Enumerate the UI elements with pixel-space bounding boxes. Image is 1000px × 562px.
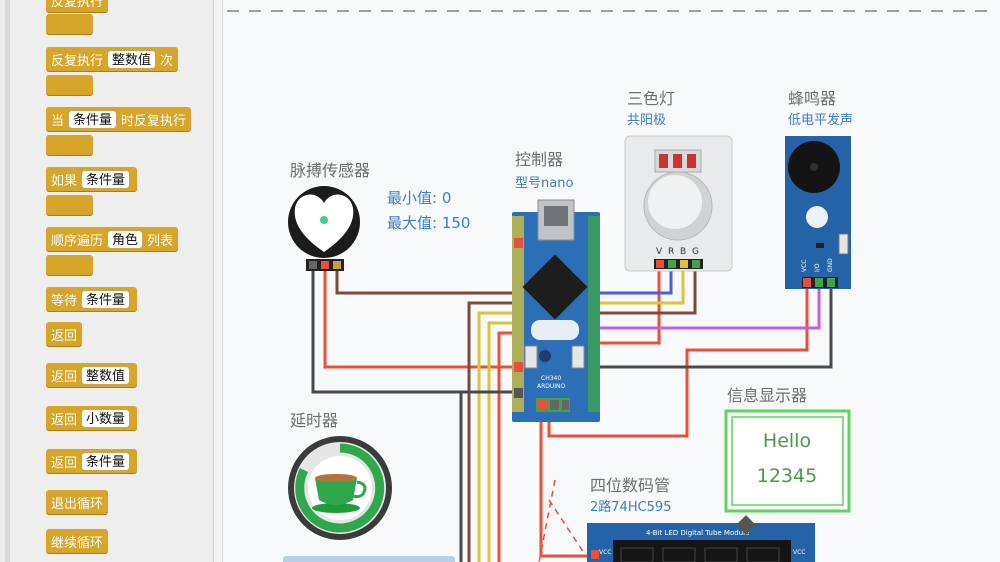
- right-header-pins: [588, 216, 600, 412]
- wire-tube-2: [477, 311, 513, 562]
- controller-model: 型号nano: [515, 176, 573, 191]
- wire-tube-3: [487, 321, 513, 562]
- tube-pin-right: VCC: [793, 549, 805, 556]
- buzzer-pin-gnd: GND: [827, 258, 834, 272]
- return-condition-slot[interactable]: 条件量: [81, 451, 131, 471]
- while-block-body: [46, 135, 93, 155]
- pulse-min-value: 最小值: 0: [387, 189, 451, 207]
- controller-board[interactable]: 控制器 型号nano CH340 ARDUINO: [512, 150, 600, 422]
- wire-tube-vcc: [539, 410, 593, 558]
- foreach-block[interactable]: 顺序遍历 角色 列表: [46, 227, 179, 251]
- foreach-block-body: [46, 255, 93, 275]
- rgb-title: 三色灯: [627, 89, 675, 108]
- pulse-led-dot: [320, 216, 328, 224]
- tube-pin-left: VCC: [599, 549, 611, 556]
- if-condition-slot[interactable]: 条件量: [81, 169, 131, 189]
- circuit-diagram: 脉搏传感器 最小值: 0 最大值: 150 控制器 型号nano CH340 A…: [227, 10, 996, 562]
- wire-buzzer-gnd: [599, 285, 833, 369]
- return-condition-block[interactable]: 返回 条件量: [46, 449, 138, 473]
- wire-rgb-g: [599, 265, 697, 315]
- brand-label: ARDUINO: [537, 383, 566, 390]
- wire-tube-4: [497, 331, 513, 562]
- rgb-pin-g: G: [692, 247, 699, 257]
- pulse-title: 脉搏传感器: [290, 161, 370, 180]
- wire-buzzer-vcc: [547, 285, 809, 438]
- info-display[interactable]: 信息显示器 Hello 12345: [724, 386, 851, 513]
- return-int-slot[interactable]: 整数值: [81, 365, 131, 385]
- display-screen: [724, 409, 851, 513]
- wire-rgb-r: [599, 265, 673, 295]
- repeat-count-slot[interactable]: 整数值: [107, 49, 157, 69]
- wire-pulse-gnd: [311, 270, 513, 394]
- mcu-chip: [522, 254, 588, 320]
- wires: [311, 265, 833, 562]
- wire-tube-gnd: [459, 390, 513, 562]
- buzzer-module[interactable]: 蜂鸣器 低电平发声 VCC I/O GND: [785, 89, 853, 289]
- four-digit-tube[interactable]: 四位数码管 2路74HC595 4-Bit LED Digital Tube M…: [587, 476, 815, 562]
- tube-type: 2路74HC595: [590, 499, 671, 515]
- buzzer-title: 蜂鸣器: [788, 89, 836, 108]
- buzzer-pin-vcc: VCC: [801, 260, 808, 272]
- forever-block-body: [46, 14, 93, 34]
- chip-label: CH340: [541, 375, 561, 382]
- return-decimal-slot[interactable]: 小数量: [81, 408, 131, 428]
- buzzer-type: 低电平发声: [788, 112, 853, 128]
- repeat-block-body: [46, 75, 93, 95]
- rgb-pin-v: V: [656, 247, 663, 257]
- rgb-led-module[interactable]: 三色灯 共阳极 V R B G: [624, 89, 733, 272]
- return-int-block[interactable]: 返回 整数值: [46, 363, 138, 387]
- tea-cup-icon: [315, 478, 357, 505]
- continue-loop-block[interactable]: 继续循环: [46, 529, 109, 553]
- pulse-sensor[interactable]: 脉搏传感器 最小值: 0 最大值: 150: [288, 161, 470, 271]
- crystal: [531, 320, 579, 340]
- wait-until-block[interactable]: 等待 条件量: [46, 287, 138, 311]
- dashed-guides: [538, 479, 587, 562]
- wire-rgb-b: [599, 265, 685, 305]
- display-line-2: 12345: [757, 465, 817, 487]
- rgb-pin-b: B: [680, 247, 686, 257]
- return-decimal-block[interactable]: 返回 小数量: [46, 406, 138, 430]
- break-loop-block[interactable]: 退出循环: [46, 490, 109, 514]
- display-line-1: Hello: [763, 430, 811, 452]
- timer-progress-ring: [295, 443, 385, 533]
- wire-pulse-signal: [335, 270, 513, 295]
- buzzer-pin-io: I/O: [814, 263, 821, 272]
- wire-pulse-vcc: [323, 270, 517, 369]
- wire-buzzer-io: [599, 285, 821, 330]
- pulse-max-value: 最大值: 150: [387, 214, 470, 232]
- tube-digits: [613, 540, 791, 562]
- foreach-item-slot[interactable]: 角色: [107, 229, 144, 249]
- return-block[interactable]: 返回: [46, 322, 83, 346]
- tube-module-text: 4-Bit LED Digital Tube Module: [646, 529, 749, 537]
- palette-scrollbar[interactable]: [5, 0, 10, 562]
- delay-timer[interactable]: 延时器: [283, 411, 455, 562]
- while-condition-slot[interactable]: 条件量: [68, 109, 118, 129]
- delay-title: 延时器: [290, 411, 338, 430]
- if-block-body: [46, 195, 93, 215]
- tube-title: 四位数码管: [590, 476, 670, 495]
- wire-tube-1: [467, 301, 513, 562]
- while-block[interactable]: 当 条件量 时反复执行: [46, 107, 192, 131]
- if-block[interactable]: 如果 条件量: [46, 167, 138, 191]
- repeat-times-block[interactable]: 反复执行 整数值 次: [46, 47, 179, 71]
- rgb-type: 共阳极: [627, 113, 666, 128]
- forever-block[interactable]: 反复执行: [46, 0, 109, 12]
- rgb-pin-r: R: [668, 247, 674, 257]
- wait-condition-slot[interactable]: 条件量: [81, 289, 131, 309]
- block-palette: 反复执行 反复执行 整数值 次 当 条件量 时反复执行 如果 条件量 顺序遍历 …: [0, 0, 214, 562]
- stage-canvas[interactable]: 脉搏传感器 最小值: 0 最大值: 150 控制器 型号nano CH340 A…: [222, 0, 1000, 562]
- controller-title: 控制器: [515, 150, 563, 169]
- display-title: 信息显示器: [727, 386, 807, 405]
- wire-rgb-v: [599, 265, 661, 345]
